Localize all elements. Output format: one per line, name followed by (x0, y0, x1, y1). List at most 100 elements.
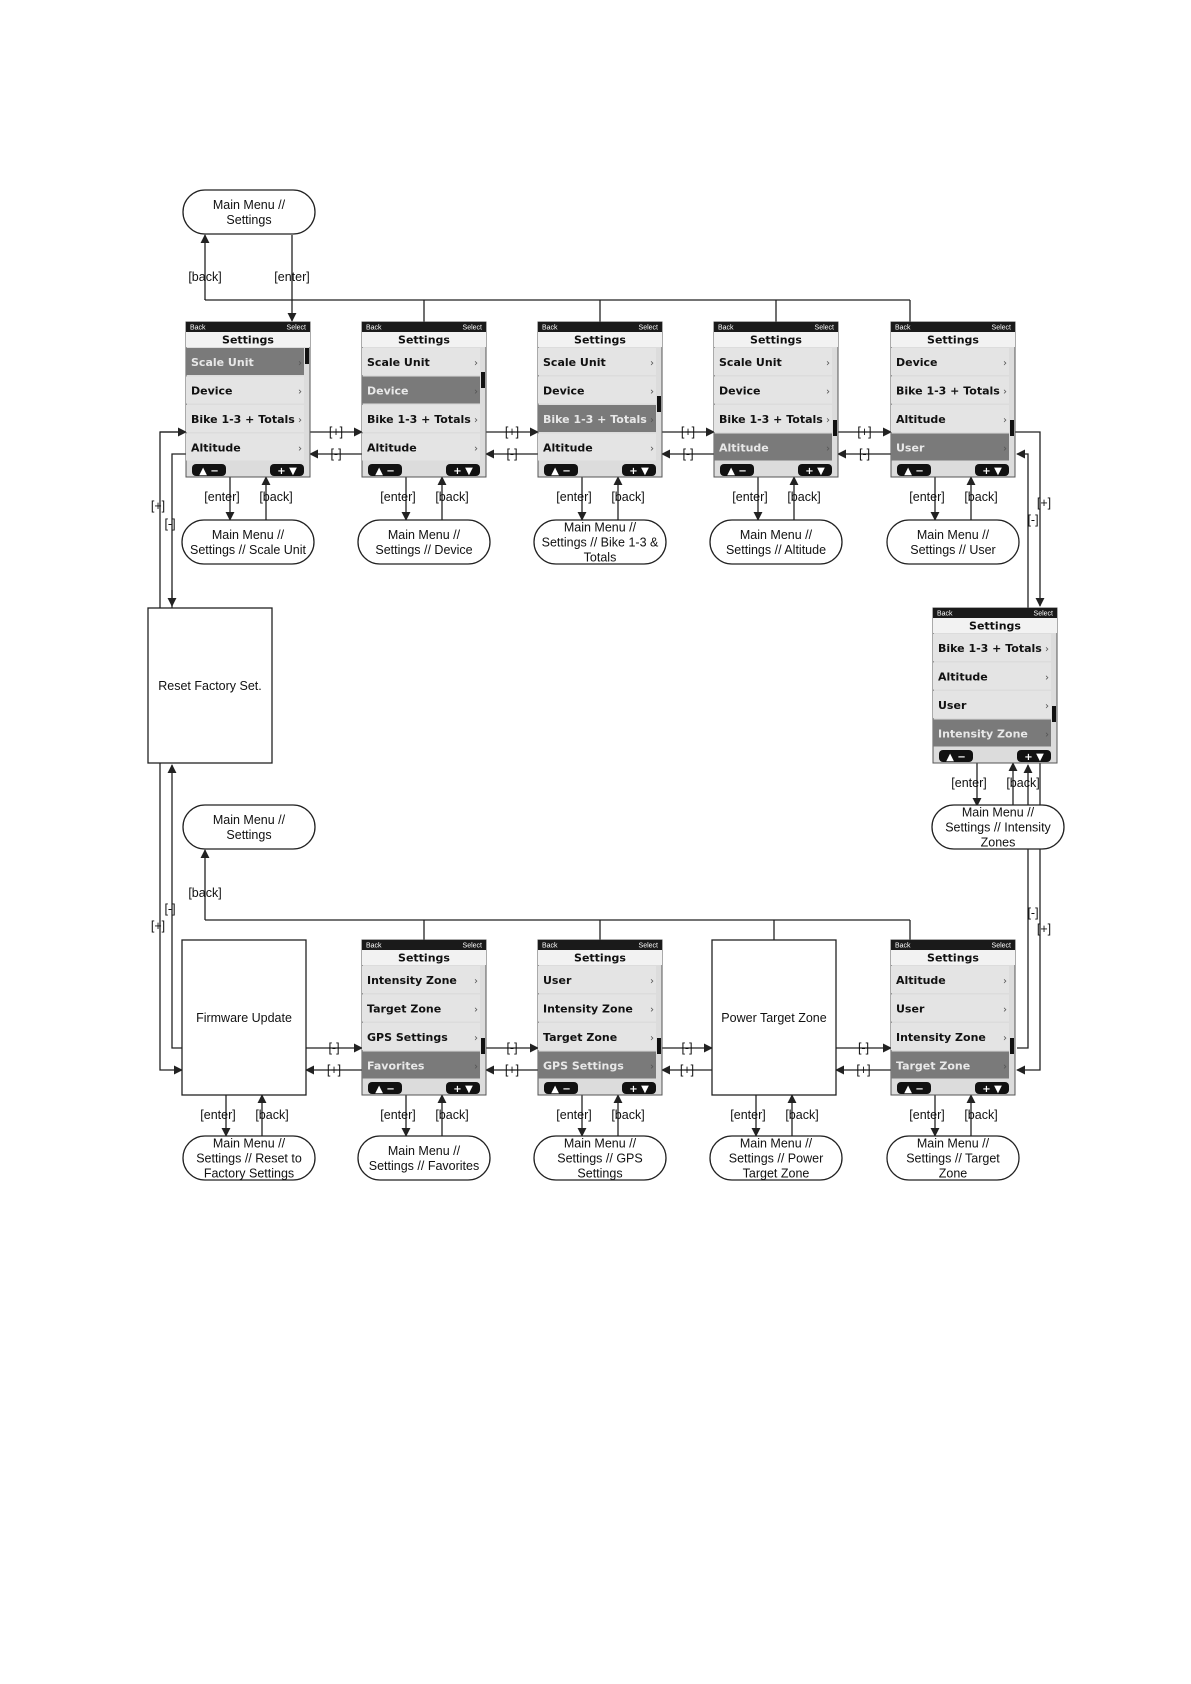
up-minus-button (544, 1082, 578, 1094)
screen-item (186, 376, 304, 404)
plus-down-label: + ▼ (982, 1084, 1002, 1095)
edge-label: [+] (1037, 496, 1051, 510)
chevron-right-icon: › (650, 1033, 654, 1044)
edge-label: [enter] (204, 490, 239, 504)
plus-down-button (622, 1082, 656, 1094)
screen-title-bar (538, 332, 662, 347)
screen-item-label: Bike 1-3 + Totals (719, 413, 823, 426)
chevron-right-icon: › (826, 358, 830, 369)
screen-item-label: Intensity Zone (543, 1003, 633, 1016)
bottom-settings-pill: Main Menu //Settings (182, 804, 316, 850)
chevron-right-icon: › (650, 976, 654, 987)
screen-item-label: User (938, 699, 967, 712)
pill-text: Zones (981, 836, 1016, 850)
up-minus-label: ▲ − (375, 1084, 395, 1095)
screen-item-label: Altitude (191, 442, 241, 455)
screen-title: Settings (574, 952, 626, 965)
screen-item (891, 376, 1009, 404)
scrollbar-thumb (481, 372, 485, 388)
screen-item-label: Device (543, 385, 585, 398)
pill-text: Main Menu // (213, 813, 286, 827)
sub-pill: Main Menu //Settings // Bike 1-3 &Totals (533, 519, 667, 565)
plus-down-label: + ▼ (629, 1084, 649, 1095)
edge-label: [enter] (556, 1108, 591, 1122)
screen-top-bar (891, 322, 1015, 332)
screen-item-label: User (543, 974, 572, 987)
pill-text: Settings // Intensity (945, 821, 1051, 835)
chevron-right-icon: › (1003, 415, 1007, 426)
screen-item (538, 348, 656, 375)
edge-label: [back] (964, 490, 997, 504)
edge-label: [-] (164, 902, 175, 916)
screen-select-label: Select (1034, 611, 1054, 618)
screen-item (362, 1023, 480, 1050)
screen-title-bar (891, 950, 1015, 965)
screen-item-label: Bike 1-3 + Totals (896, 385, 1000, 398)
edge-label: [-] (328, 1041, 339, 1055)
pill-shape (182, 804, 316, 850)
screen-item (362, 348, 480, 375)
edge-label: [enter] (730, 1108, 765, 1122)
chevron-right-icon: › (474, 415, 478, 426)
edge-label: [-] (164, 517, 175, 531)
screen-item (891, 966, 1009, 993)
edge-label: [enter] (909, 1108, 944, 1122)
top-settings-pill: Main Menu //Settings (182, 189, 316, 235)
box-shape (711, 939, 837, 1096)
screen-select-label: Select (287, 325, 307, 332)
screen-item-selected (362, 1051, 480, 1079)
pill-text: Main Menu // (917, 528, 990, 542)
up-minus-label: ▲ − (551, 1084, 571, 1095)
power-target-zone-box: Power Target Zone (711, 939, 837, 1096)
screen-item-label: GPS Settings (367, 1031, 448, 1044)
edge-label: [-] (506, 1041, 517, 1055)
screen-item-label: Altitude (543, 442, 593, 455)
pill-text: Main Menu // (388, 1144, 461, 1158)
chevron-right-icon: › (474, 1005, 478, 1016)
reset-factory-box: Reset Factory Set. (147, 607, 273, 764)
edge-label: [+] (680, 1063, 694, 1077)
pill-text: Main Menu // (917, 1137, 990, 1151)
pill-text: Main Menu // (564, 1137, 637, 1151)
edge-label: [back] (611, 490, 644, 504)
up-minus-button (897, 1082, 931, 1094)
screen-top-bar (891, 940, 1015, 950)
screen-title-bar (933, 618, 1057, 633)
screen-title-bar (538, 950, 662, 965)
up-minus-label: ▲ − (727, 466, 747, 477)
screen-item-label: Bike 1-3 + Totals (191, 413, 295, 426)
plus-down-button (622, 464, 656, 476)
screen-title: Settings (398, 334, 450, 347)
chevron-right-icon: › (1003, 976, 1007, 987)
connector-line (171, 453, 186, 608)
chevron-right-icon: › (1045, 701, 1049, 712)
screen-select-label: Select (463, 943, 483, 950)
edge-label: [back] (255, 1108, 288, 1122)
screen-item (362, 994, 480, 1022)
pill-text: Main Menu // (213, 198, 286, 212)
screen-item-label: Altitude (938, 671, 988, 684)
chevron-right-icon: › (826, 444, 830, 455)
pill-text: Settings // Favorites (369, 1159, 479, 1173)
edge-label: [back] (611, 1108, 644, 1122)
screen-item-selected (538, 405, 656, 432)
scrollbar-thumb (1010, 1038, 1014, 1054)
chevron-right-icon: › (650, 387, 654, 398)
up-minus-button (720, 464, 754, 476)
chevron-right-icon: › (1003, 1033, 1007, 1044)
screen-item-label: User (896, 1003, 925, 1016)
scrollbar-thumb (1052, 706, 1056, 722)
pill-text: Settings (577, 1167, 622, 1181)
plus-down-label: + ▼ (982, 466, 1002, 477)
screen-title: Settings (927, 334, 979, 347)
plus-down-button (798, 464, 832, 476)
screen-back-label: Back (718, 325, 734, 332)
screen-item (362, 433, 480, 461)
